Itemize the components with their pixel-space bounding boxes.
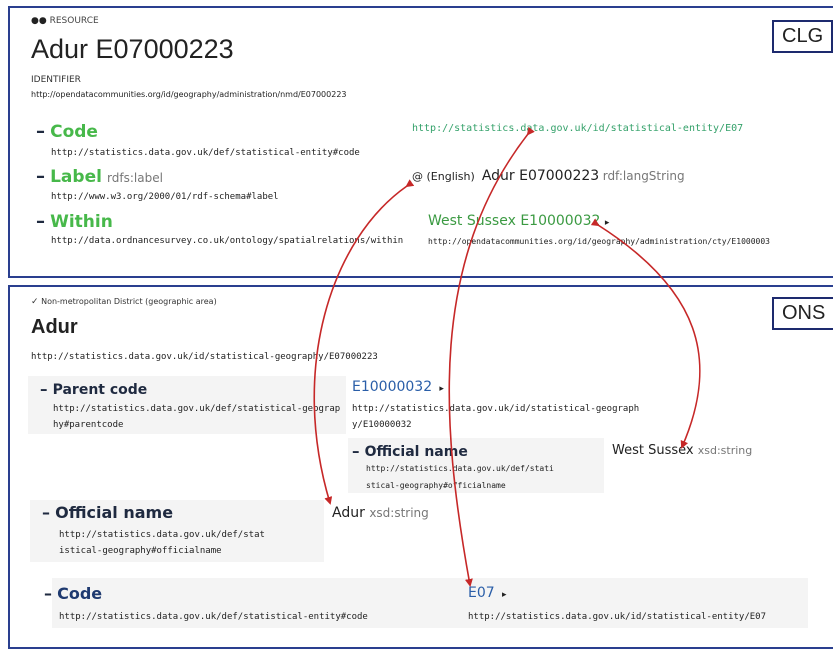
parent-code-row: – Parent code <box>40 379 147 398</box>
collapse-toggle[interactable]: – <box>36 166 45 187</box>
ons-code-box <box>52 578 808 628</box>
expand-arrow-icon[interactable]: ▸ <box>436 384 444 394</box>
parent-code-value[interactable]: E10000032 ▸ <box>352 379 444 395</box>
parent-code-value-text: E10000032 <box>352 379 433 395</box>
parent-code-value-url-2[interactable]: y/E10000032 <box>352 420 412 430</box>
collapse-toggle[interactable]: – <box>36 121 45 142</box>
collapse-toggle[interactable]: – <box>36 211 45 232</box>
expand-arrow-icon[interactable]: ▸ <box>499 590 507 600</box>
ons-uri[interactable]: http://statistics.data.gov.uk/id/statist… <box>31 352 378 362</box>
within-value-url[interactable]: http://opendatacommunities.org/id/geogra… <box>428 237 770 246</box>
clg-tag: CLG <box>772 20 833 53</box>
resource-type: ●● RESOURCE <box>31 16 99 26</box>
lang-tag: @ (English) <box>412 170 475 183</box>
collapse-toggle[interactable]: – <box>352 442 360 460</box>
ons-code-value-text: E07 <box>468 585 495 601</box>
within-prop-url[interactable]: http://data.ordnancesurvey.co.uk/ontolog… <box>51 236 404 246</box>
parent-code-label: Parent code <box>52 382 148 398</box>
label-literal: Adur E07000223 <box>481 168 600 184</box>
within-label: Within <box>50 212 113 232</box>
parent-code-prop-url-2[interactable]: hy#parentcode <box>53 420 124 430</box>
resource-icon: ●● <box>31 16 47 26</box>
ons-code-prop-url[interactable]: http://statistics.data.gov.uk/def/statis… <box>59 612 368 622</box>
parent-code-value-url-1[interactable]: http://statistics.data.gov.uk/id/statist… <box>352 404 640 414</box>
ons-tag: ONS <box>772 297 833 330</box>
label-sub: rdfs:label <box>107 171 163 185</box>
official-name-datatype: xsd:string <box>369 506 429 520</box>
nested-official-name-value: West Sussex xsd:string <box>612 443 752 458</box>
code-value-url[interactable]: http://statistics.data.gov.uk/id/statist… <box>412 123 744 134</box>
adur-literal: Adur <box>332 505 365 521</box>
ons-code-label: Code <box>57 584 103 603</box>
official-name-row: – Official name <box>42 503 173 522</box>
label-prop-url[interactable]: http://www.w3.org/2000/01/rdf-schema#lab… <box>51 192 279 202</box>
within-value[interactable]: West Sussex E10000032 ▸ <box>428 213 609 229</box>
ons-type-label: Non-metropolitan District (geographic ar… <box>41 297 217 306</box>
ons-type: ✓ Non-metropolitan District (geographic … <box>31 297 217 307</box>
nested-official-name-label: Official name <box>364 444 468 460</box>
ons-title: Adur <box>31 316 78 338</box>
official-name-label: Official name <box>55 503 174 522</box>
within-value-text: West Sussex E10000032 <box>428 213 601 229</box>
nested-official-name-url-1[interactable]: http://statistics.data.gov.uk/def/stati <box>366 464 554 473</box>
nested-official-name-url-2[interactable]: stical-geography#officialname <box>366 481 506 490</box>
identifier-label: IDENTIFIER <box>31 75 81 85</box>
official-name-url-1[interactable]: http://statistics.data.gov.uk/def/stat <box>59 530 265 540</box>
ons-code-value[interactable]: E07 ▸ <box>468 585 507 601</box>
west-sussex-literal: West Sussex <box>612 443 694 458</box>
collapse-toggle[interactable]: – <box>40 380 48 398</box>
label-datatype: rdf:langString <box>602 169 685 183</box>
collapse-toggle[interactable]: – <box>42 503 50 522</box>
official-name-box <box>30 500 324 562</box>
label-label: Label <box>50 167 102 187</box>
parent-code-prop-url-1[interactable]: http://statistics.data.gov.uk/def/statis… <box>53 404 341 414</box>
check-circle-icon: ✓ <box>31 297 39 307</box>
identifier-url[interactable]: http://opendatacommunities.org/id/geogra… <box>31 90 347 99</box>
clg-within-row: – Within <box>36 211 113 232</box>
official-name-url-2[interactable]: istical-geography#officialname <box>59 546 222 556</box>
code-label: Code <box>50 122 98 142</box>
ons-code-value-url[interactable]: http://statistics.data.gov.uk/id/statist… <box>468 612 767 622</box>
nested-datatype: xsd:string <box>697 444 753 457</box>
parent-code-box <box>28 376 346 434</box>
clg-label-row: – Label rdfs:label <box>36 166 163 187</box>
expand-arrow-icon[interactable]: ▸ <box>604 218 610 228</box>
clg-title: Adur E07000223 <box>31 34 234 64</box>
resource-label: RESOURCE <box>49 16 99 26</box>
ons-code-row: – Code <box>44 584 102 603</box>
clg-code-row: – Code <box>36 121 98 142</box>
code-prop-url[interactable]: http://statistics.data.gov.uk/def/statis… <box>51 148 360 158</box>
nested-official-name-row: – Official name <box>352 441 468 460</box>
collapse-toggle[interactable]: – <box>44 584 52 603</box>
label-value: @ (English) Adur E07000223 rdf:langStrin… <box>412 168 685 184</box>
official-name-value: Adur xsd:string <box>332 505 429 521</box>
